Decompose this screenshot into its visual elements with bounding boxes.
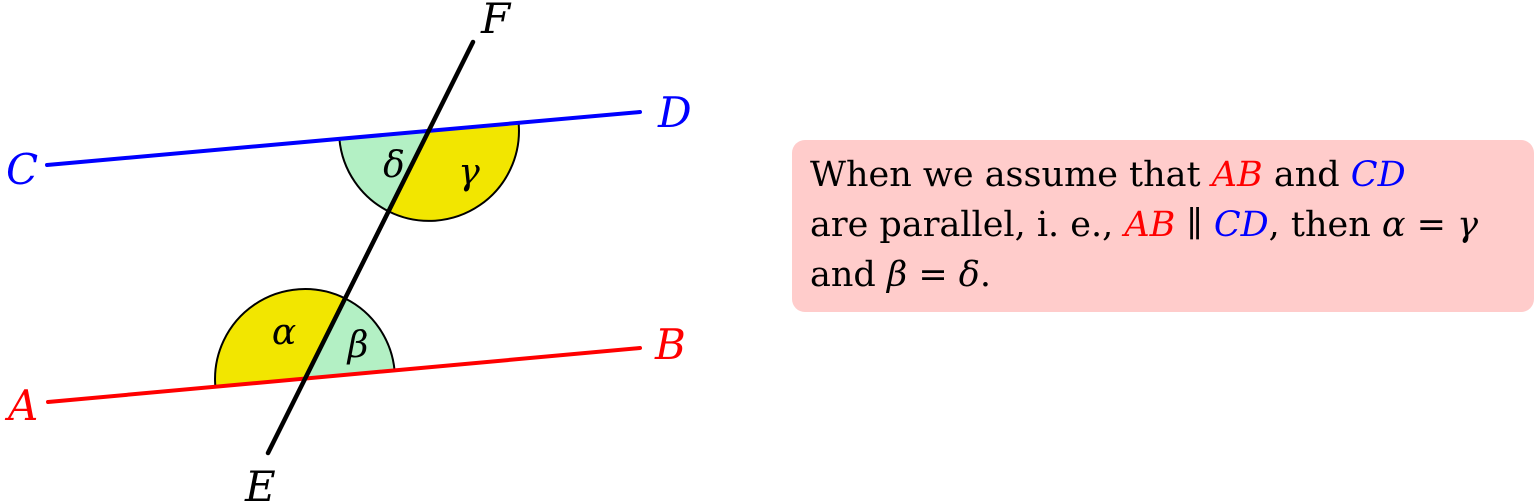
- segment-cd-label: CD: [1350, 155, 1406, 195]
- alpha-symbol: α: [1381, 205, 1406, 245]
- note-text: .: [979, 255, 991, 295]
- note-box: When we assume that AB and CD are parall…: [792, 140, 1534, 312]
- label-angle-gamma: γ: [458, 152, 480, 193]
- label-point-f: F: [480, 0, 512, 43]
- label-point-c: C: [6, 145, 38, 194]
- line-cd: [45, 110, 642, 167]
- beta-symbol: β: [886, 255, 908, 295]
- label-point-e: E: [244, 462, 276, 504]
- note-text: , then: [1268, 205, 1382, 245]
- equals-sign: =: [907, 255, 959, 295]
- note-text: and: [810, 255, 887, 295]
- label-angle-beta: β: [346, 325, 369, 366]
- note-line-1: When we assume that AB and CD: [810, 150, 1516, 200]
- delta-symbol: δ: [958, 255, 980, 295]
- label-angle-delta: δ: [383, 145, 405, 186]
- angle-delta-sector: [338, 130, 430, 213]
- line-ef-transversal: [265, 39, 476, 456]
- gamma-symbol: γ: [1457, 205, 1479, 245]
- segment-cd-label: CD: [1213, 205, 1269, 245]
- note-text: When we assume that: [810, 155, 1212, 195]
- note-line-2: are parallel, i. e., AB ∥ CD, then α = γ: [810, 200, 1516, 250]
- note-text: and: [1262, 155, 1351, 195]
- label-angle-alpha: α: [272, 312, 296, 353]
- label-point-a: A: [4, 381, 38, 430]
- segment-ab-label: AB: [1211, 155, 1263, 195]
- segment-ab-label: AB: [1124, 205, 1176, 245]
- label-point-b: B: [654, 320, 686, 369]
- label-point-d: D: [657, 88, 692, 137]
- parallel-lines-diagram: A B C D E F α β δ γ: [4, 0, 692, 504]
- angle-beta-sector: [304, 297, 396, 380]
- equals-sign: =: [1405, 205, 1458, 245]
- line-ab: [46, 346, 642, 404]
- note-line-3: and β = δ.: [810, 250, 1516, 300]
- parallel-symbol: ∥: [1175, 205, 1214, 245]
- note-text: are parallel, i. e.,: [810, 205, 1125, 245]
